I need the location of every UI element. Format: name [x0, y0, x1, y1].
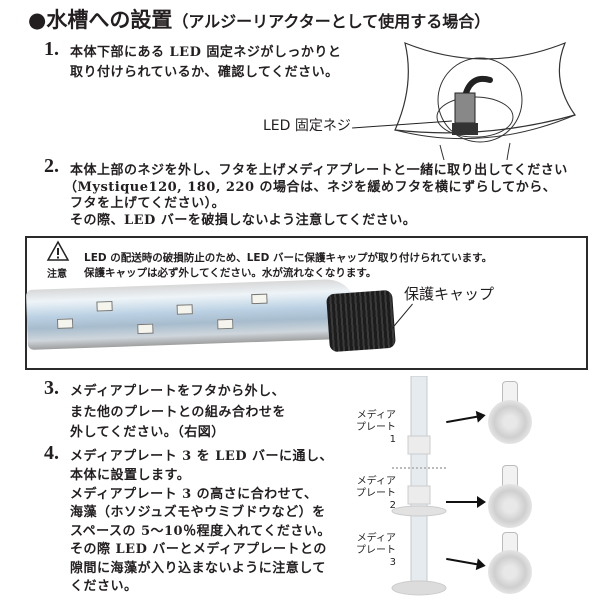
media-plate-1-label: メディアプレート 1 [356, 410, 396, 445]
step-4-line: 隙間に海藻が入り込まないように注意して [70, 561, 326, 576]
step-1-line: 取り付けられているか、確認してください。 [70, 65, 339, 80]
caution-label: 注意 [47, 269, 67, 280]
step-2-number: 2. [44, 155, 59, 177]
step-4-line: 本体に設置します。 [70, 468, 191, 483]
step-4-line: スペースの 5～10％程度入れてください。 [70, 524, 331, 539]
title-main: ●水槽への設置 [28, 8, 173, 32]
media-plate-3-label: メディアプレート 3 [356, 533, 396, 568]
media-plate-2-label: メディアプレート 2 [356, 476, 396, 511]
media-plate-assembly-photo [391, 376, 448, 596]
protective-cap-photo [326, 289, 396, 353]
page-title: ●水槽への設置（アルジーリアクターとして使用する場合） [28, 4, 490, 34]
step-4-line: メディアプレート 3 を LED バーに通し、 [70, 449, 334, 464]
step-4-line: その際 LED バーとメディアプレートとの [70, 542, 327, 557]
arrow-icon [446, 414, 482, 424]
step-3-line: また他のプレートとの組み合わせを [70, 405, 286, 420]
step-3-line: メディアプレートをフタから外し、 [70, 384, 286, 399]
step-1-line: 本体下部にある LED 固定ネジがしっかりと [70, 45, 342, 60]
step-4-line: メディアプレート 3 の高さに合わせて、 [70, 487, 318, 502]
warning-triangle-icon [46, 240, 70, 261]
caution-line: LED の配送時の破損防止のため、LED バーに保護キャップが取り付けられていま… [84, 252, 493, 264]
step-4-line: 海藻（ホソジュズモやウミブドウなど）を [70, 505, 326, 520]
led-bar-photo [25, 278, 358, 350]
arrow-icon [446, 557, 482, 567]
step-3-number: 3. [44, 377, 59, 399]
arrow-icon [446, 496, 486, 508]
step-2-line: その際、LED バーを破損しないよう注意してください。 [70, 213, 417, 228]
led-lamp-illustration [394, 41, 576, 160]
title-sub: （アルジーリアクターとして使用する場合） [172, 12, 491, 31]
step-4-number: 4. [44, 442, 59, 464]
step-2-line: フタを上げてください）。 [70, 196, 226, 211]
step-1-number: 1. [44, 38, 59, 60]
step-3-line: 外してください。（右図） [70, 425, 225, 440]
protective-cap-label: 保護キャップ [404, 285, 495, 303]
step-4-line: ください。 [70, 579, 138, 594]
step-2-line: （Mystique120, 180, 220 の場合は、ネジを緩めフタを横にずら… [64, 180, 557, 195]
media-plate-3-photo [488, 550, 532, 594]
step-2-line: 本体上部のネジを外し、フタを上げメディアプレートと一緒に取り出してください [70, 163, 568, 178]
media-plate-2-photo [488, 484, 532, 528]
caution-line: 保護キャップは必ず外してください。水が流れなくなります。 [84, 267, 377, 279]
led-screw-label: LED 固定ネジ [263, 118, 351, 134]
media-plate-1-photo [488, 400, 532, 444]
